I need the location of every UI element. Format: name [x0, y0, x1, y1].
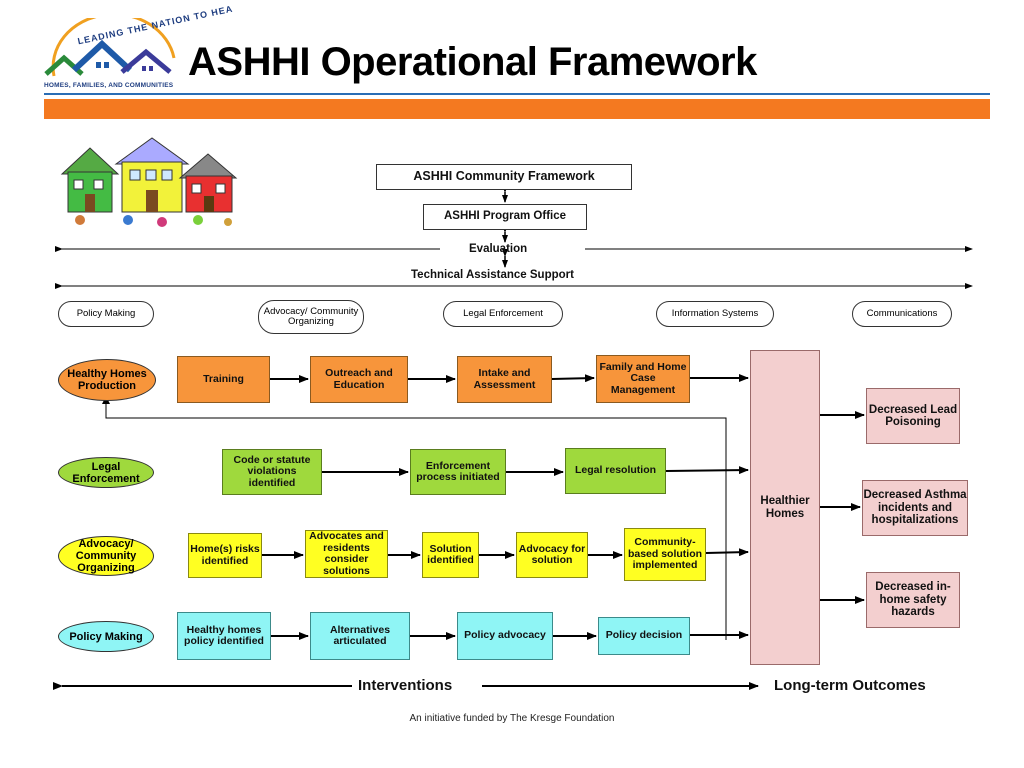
- lane-policy-making: Policy Making: [58, 621, 154, 652]
- advocacy-step-risks: Home(s) risks identified: [188, 533, 262, 578]
- production-step-outreach: Outreach and Education: [310, 356, 408, 403]
- advocacy-step-solution: Solution identified: [422, 532, 479, 578]
- houses-illustration-icon: [60, 137, 238, 227]
- logo-houses-icon: [44, 18, 176, 77]
- advocacy-step-advocacy: Advocacy for solution: [516, 532, 588, 578]
- production-step-training: Training: [177, 356, 270, 403]
- legal-step-enforcement: Enforcement process initiated: [410, 449, 506, 495]
- advocacy-step-implemented: Community-based solution implemented: [624, 528, 706, 581]
- policy-step-identified: Healthy homes policy identified: [177, 612, 271, 660]
- policy-step-alternatives: Alternatives articulated: [310, 612, 410, 660]
- lane-advocacy: Advocacy/ Community Organizing: [58, 536, 154, 576]
- title-rule: [44, 93, 990, 95]
- strategy-information-systems: Information Systems: [656, 301, 774, 327]
- strategy-policy-making: Policy Making: [58, 301, 154, 327]
- strategy-advocacy: Advocacy/ Community Organizing: [258, 300, 364, 334]
- lane-legal-enforcement: Legal Enforcement: [58, 457, 154, 488]
- legal-step-violations: Code or statute violations identified: [222, 449, 322, 495]
- footer-credit: An initiative funded by The Kresge Found…: [409, 713, 615, 724]
- logo-subtext: HOMES, FAMILIES, AND COMMUNITIES: [44, 82, 174, 89]
- policy-step-decision: Policy decision: [598, 617, 690, 655]
- outcome-safety-hazards: Decreased in-home safety hazards: [866, 572, 960, 628]
- long-term-outcomes-label: Long-term Outcomes: [774, 677, 926, 694]
- healthier-homes-hub: Healthier Homes: [750, 350, 820, 665]
- community-framework-box: ASHHI Community Framework: [376, 164, 632, 190]
- technical-assistance-label: Technical Assistance Support: [411, 269, 574, 281]
- legal-step-resolution: Legal resolution: [565, 448, 666, 494]
- strategy-legal-enforcement: Legal Enforcement: [443, 301, 563, 327]
- production-step-intake: Intake and Assessment: [457, 356, 552, 403]
- orange-banner: [44, 99, 990, 119]
- outcome-lead-poisoning: Decreased Lead Poisoning: [866, 388, 960, 444]
- lane-healthy-homes-production: Healthy Homes Production: [58, 359, 156, 401]
- outcome-asthma: Decreased Asthma incidents and hospitali…: [862, 480, 968, 536]
- interventions-label: Interventions: [358, 677, 453, 694]
- policy-step-advocacy: Policy advocacy: [457, 612, 553, 660]
- evaluation-label: Evaluation: [469, 243, 528, 255]
- slide-title: ASHHI Operational Framework: [188, 40, 757, 84]
- program-office-box: ASHHI Program Office: [423, 204, 587, 230]
- strategy-communications: Communications: [852, 301, 952, 327]
- advocacy-step-consider: Advocates and residents consider solutio…: [305, 530, 388, 578]
- production-step-case-management: Family and Home Case Management: [596, 355, 690, 403]
